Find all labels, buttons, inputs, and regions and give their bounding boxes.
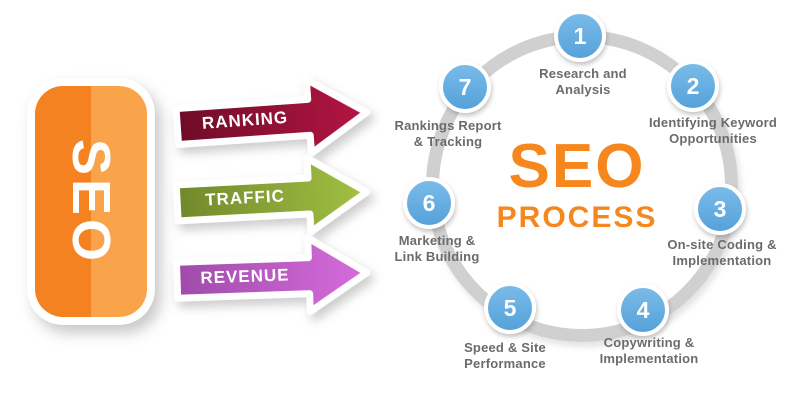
process-title: SEO PROCESS	[497, 136, 658, 233]
step-label-3-line2: Implementation	[672, 253, 772, 268]
step-label-6-line2: Link Building	[394, 249, 480, 264]
step-node-1: 1	[554, 10, 606, 62]
step-node-6: 6	[403, 177, 455, 229]
process-title-line1: SEO	[508, 132, 646, 201]
step-node-7: 7	[439, 61, 491, 113]
revenue-arrow-shape	[172, 234, 371, 316]
step-label-7: Rankings Report & Tracking	[394, 118, 501, 150]
seo-badge-background: SEO	[35, 86, 147, 317]
step-label-5-line2: Performance	[464, 356, 546, 371]
step-node-4: 4	[617, 284, 669, 336]
step-node-2: 2	[667, 60, 719, 112]
step-label-1-line2: Analysis	[555, 82, 611, 97]
traffic-arrow: TRAFFIC	[169, 146, 374, 248]
step-label-5-line1: Speed & Site	[464, 340, 546, 355]
step-label-4-line1: Copywriting &	[603, 335, 695, 350]
step-label-7-line1: Rankings Report	[394, 118, 502, 133]
step-label-4: Copywriting & Implementation	[600, 335, 699, 367]
step-label-3-line1: On-site Coding &	[667, 237, 777, 252]
step-label-2: Identifying Keyword Opportunities	[649, 115, 777, 147]
step-label-3: On-site Coding & Implementation	[667, 237, 776, 269]
seo-badge: SEO	[27, 78, 155, 325]
step-label-1: Research and Analysis	[539, 66, 627, 98]
ranking-arrow: RANKING	[168, 66, 374, 172]
step-node-3: 3	[694, 183, 746, 235]
step-label-7-line2: & Tracking	[413, 134, 483, 149]
traffic-arrow-shape	[172, 154, 371, 236]
step-label-5: Speed & Site Performance	[464, 340, 546, 372]
revenue-arrow: REVENUE	[169, 227, 372, 326]
seo-badge-label: SEO	[61, 138, 122, 265]
step-label-6: Marketing & Link Building	[395, 233, 480, 265]
process-title-line2: PROCESS	[496, 201, 658, 234]
step-label-6-line1: Marketing &	[398, 233, 476, 248]
step-label-2-line2: Opportunities	[669, 131, 757, 146]
step-label-4-line2: Implementation	[599, 351, 699, 366]
step-node-5: 5	[484, 282, 536, 334]
step-label-2-line1: Identifying Keyword	[648, 115, 778, 130]
ranking-arrow-shape	[172, 75, 371, 157]
step-label-1-line1: Research and	[539, 66, 627, 81]
